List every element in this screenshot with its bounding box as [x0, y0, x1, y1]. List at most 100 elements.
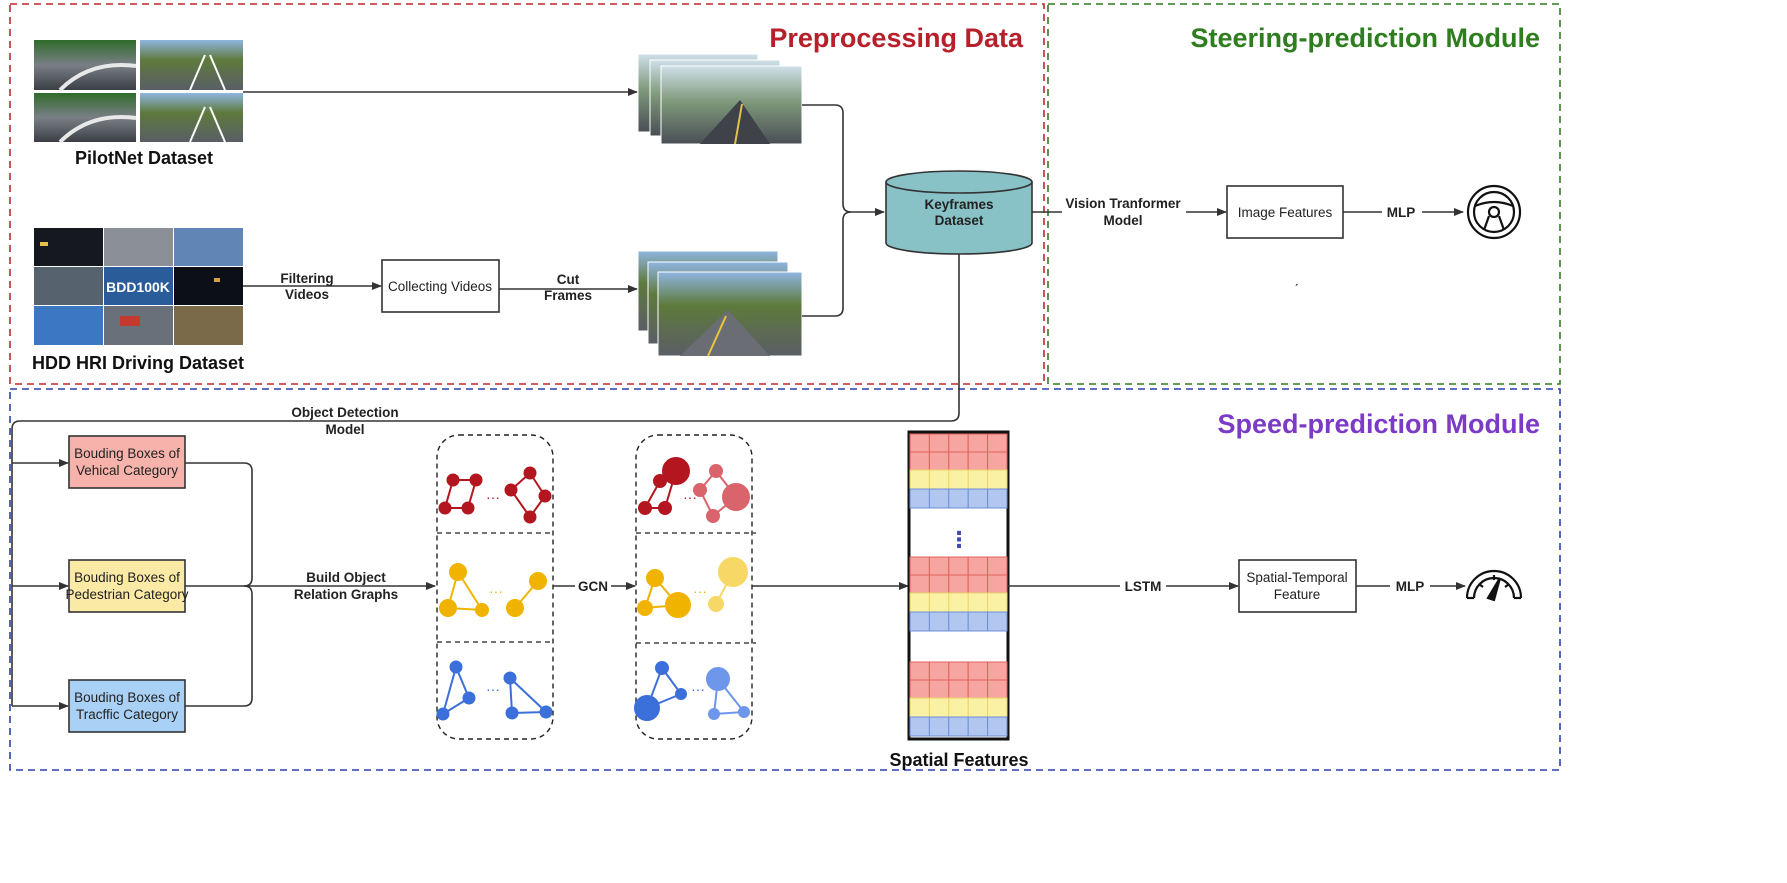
vehicle-bbox-label-2: Vehical Category: [76, 463, 178, 478]
speed-title: Speed-prediction Module: [1217, 409, 1540, 439]
svg-text:···: ···: [486, 681, 500, 697]
feature-cell: [909, 661, 930, 681]
feature-cell: [948, 716, 969, 737]
feature-cell: [967, 488, 989, 509]
feature-cell: [948, 697, 969, 718]
feature-cell: [967, 433, 989, 453]
spatial-features-ellipsis: ⋮: [948, 527, 970, 552]
spatial-temporal-label-1: Spatial-Temporal: [1246, 570, 1347, 585]
feature-cell: [987, 592, 1008, 613]
spatial-features-matrix: [907, 430, 1010, 741]
feature-cell: [928, 697, 950, 718]
feature-cell: [967, 451, 989, 471]
mlp-speed-label: MLP: [1396, 579, 1425, 594]
feature-cell: [987, 679, 1008, 699]
feature-cell: [967, 716, 989, 737]
preprocessing-title: Preprocessing Data: [769, 23, 1024, 53]
feature-cell: [928, 451, 950, 471]
object-detection-label-2: Model: [326, 422, 365, 437]
spatial-features-caption: Spatial Features: [889, 750, 1028, 770]
keyframes-label-1: Keyframes: [924, 197, 993, 212]
gcn-label: GCN: [578, 579, 608, 594]
feature-cell: [987, 661, 1008, 681]
feature-cell: [967, 592, 989, 613]
steering-wheel-icon: [1466, 184, 1522, 240]
feature-cell: [987, 697, 1008, 718]
build-graph-label-2: Relation Graphs: [294, 587, 398, 602]
pedestrian-bbox-box: [68, 559, 186, 613]
build-graph-label-1: Build Object: [306, 570, 386, 585]
feature-cell: [928, 488, 950, 509]
cut-frames-label-2: Frames: [544, 288, 592, 303]
feature-cell: [987, 433, 1008, 453]
steering-title: Steering-prediction Module: [1190, 23, 1540, 53]
feature-cell: [909, 716, 930, 737]
vehicle-bbox-box: [68, 435, 186, 489]
traffic-bbox-label-2: Tracffic Category: [76, 707, 178, 722]
feature-cell: [948, 661, 969, 681]
feature-cell: [987, 469, 1008, 490]
feature-cell: [928, 716, 950, 737]
steering-section: [1047, 3, 1561, 385]
feature-cell: [967, 679, 989, 699]
vit-label-2: Model: [1104, 213, 1143, 228]
feature-cell: [909, 697, 930, 718]
feature-cell: [948, 592, 969, 613]
feature-cell: [909, 469, 930, 490]
filtering-label-2: Videos: [285, 287, 329, 302]
preprocessing-section: [9, 3, 1045, 385]
feature-cell: [909, 574, 930, 594]
feature-cell: [967, 556, 989, 576]
image-features-box: [1226, 185, 1344, 239]
feature-cell: [967, 469, 989, 490]
hdd-frames-stack: [637, 250, 803, 357]
speedometer-icon: [1465, 569, 1523, 602]
feature-cell: [987, 488, 1008, 509]
feature-cell: [909, 679, 930, 699]
traffic-bbox-label-1: Bouding Boxes of: [74, 690, 180, 705]
keyframes-dataset-cylinder: [885, 170, 1033, 255]
feature-cell: [948, 488, 969, 509]
pedestrian-bbox-label-2: Pedestrian Category: [65, 587, 188, 602]
feature-cell: [948, 574, 969, 594]
svg-text:···: ···: [683, 489, 697, 505]
traffic-bbox-box: [68, 679, 186, 733]
feature-cell: [928, 469, 950, 490]
feature-cell: [948, 433, 969, 453]
feature-cell: [909, 433, 930, 453]
collecting-videos-box: [381, 259, 500, 313]
feature-cell: [928, 611, 950, 632]
feature-cell: [987, 716, 1008, 737]
feature-cell: [967, 661, 989, 681]
feature-cell: [909, 592, 930, 613]
cut-frames-label-1: Cut: [557, 272, 580, 287]
pedestrian-bbox-label-1: Bouding Boxes of: [74, 570, 180, 585]
feature-cell: [928, 433, 950, 453]
keyframes-label-2: Dataset: [935, 213, 984, 228]
pilotnet-frames-stack: [637, 53, 803, 145]
feature-cell: [987, 451, 1008, 471]
vehicle-bbox-label-1: Bouding Boxes of: [74, 446, 180, 461]
feature-cell: [948, 469, 969, 490]
collecting-videos-label: Collecting Videos: [388, 279, 492, 294]
feature-cell: [909, 611, 930, 632]
feature-cell: [967, 611, 989, 632]
hdd-caption: HDD HRI Driving Dataset: [32, 353, 244, 373]
feature-cell: [987, 574, 1008, 594]
feature-cell: [948, 679, 969, 699]
object-detection-label-1: Object Detection: [291, 405, 398, 420]
feature-cell: [928, 574, 950, 594]
gcn-output-graphs-panel: ··· ··· ···: [634, 434, 756, 740]
relation-graphs-panel: ··· ··· ···: [436, 434, 554, 740]
pilotnet-image: [34, 40, 243, 144]
feature-cell: [909, 451, 930, 471]
bdd100k-logo: BDD100K: [106, 279, 170, 295]
spatial-temporal-box: [1238, 559, 1357, 613]
svg-text:···: ···: [486, 489, 500, 505]
feature-cell: [928, 661, 950, 681]
speed-section: [9, 388, 1561, 771]
mlp-steer-label: MLP: [1387, 205, 1416, 220]
pilotnet-caption: PilotNet Dataset: [75, 148, 213, 168]
lstm-label: LSTM: [1125, 579, 1162, 594]
